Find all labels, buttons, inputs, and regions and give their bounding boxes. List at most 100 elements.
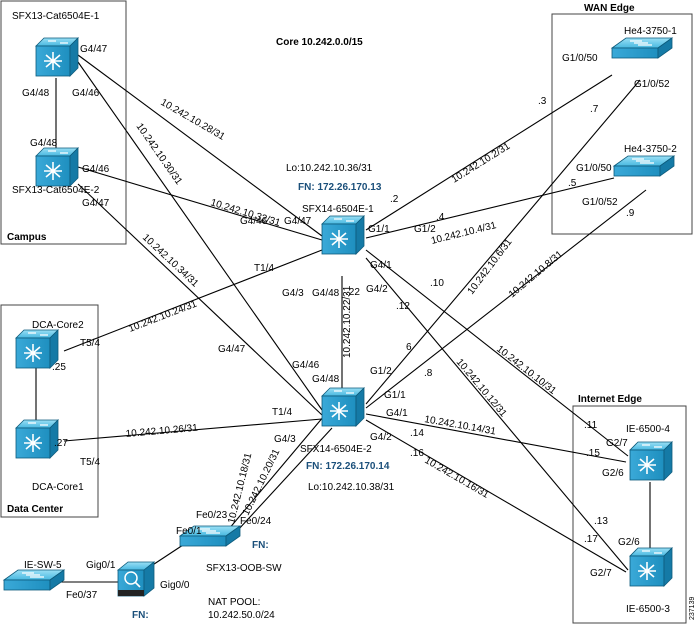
nat-pool-label: NAT POOL: [208,597,260,608]
port-label: G2/7 [606,438,628,449]
host-label: .8 [424,368,433,379]
port-label: G4/48 [30,138,58,149]
diagram-title: Core 10.242.0.0/15 [276,37,363,48]
switch-icon-dca-core1 [15,419,59,459]
link-sfx13-1-core1 [77,54,323,237]
host-label: .4 [436,212,445,223]
oob-fn: FN: [252,540,269,551]
device-label-core1: SFX14-6504E-1 [302,204,374,215]
port-label: Gig0/0 [160,580,190,591]
port-label: G1/1 [368,224,390,235]
port-label: G4/48 [312,288,340,299]
core1-loopback: Lo:10.242.10.36/31 [286,163,373,174]
host-label: .27 [54,438,68,449]
subnet-label: 10.242.10.28/31 [159,97,227,143]
link-core1-ie4 [365,249,629,457]
device-label-oob-sw: SFX13-OOB-SW [206,563,282,574]
device-label-dca-core2: DCA-Core2 [32,320,84,331]
host-label: .9 [626,208,635,219]
subnet-label: 10.242.10.4/31 [430,220,498,247]
port-label: G1/1 [384,390,406,401]
port-label: G1/0/52 [582,197,618,208]
link-core2-he4-1 [365,79,641,405]
link-sfx13-2-core2 [77,183,323,416]
host-label: .10 [430,278,444,289]
port-label: G4/3 [282,288,304,299]
port-label: G4/46 [82,164,110,175]
links [35,54,651,583]
subnet-label: 10.242.10.26/31 [125,423,198,440]
host-label: .13 [594,516,608,527]
device-label-sfx13-2: SFX13-Cat6504E-2 [12,185,100,196]
campus-label: Campus [7,232,47,243]
switch-icon-ie-6500-4 [629,441,673,481]
link-oob-core1 [227,415,325,531]
host-label: .14 [410,428,424,439]
host-label: .2 [390,194,399,205]
subnet-label: 10.242.10.6/31 [466,237,515,297]
firewall-fn: FN: [132,610,149,621]
link-sfx13-1-core2 [77,61,323,411]
core2-fn: FN: 172.26.170.14 [306,461,390,472]
host-label: .3 [538,96,547,107]
port-label: G4/48 [22,88,50,99]
port-label: G1/0/50 [576,163,612,174]
port-label: G4/46 [292,360,320,371]
switch-icon-core1 [321,215,365,255]
port-label: G4/47 [80,44,108,55]
figure-id: 237139 [689,597,696,620]
host-label: .16 [410,448,424,459]
device-label-ie-sw-5: IE-SW-5 [24,560,62,571]
host-label: .17 [584,534,598,545]
switch-icon-core2 [321,387,365,427]
link-core2-ie3 [365,419,627,573]
core1-fn: FN: 172.26.170.13 [298,182,382,193]
port-label: Fe0/23 [196,510,228,521]
device-label-ie-6500-3: IE-6500-3 [626,604,670,615]
link-core2-he4-2 [365,189,647,409]
port-label: G4/47 [218,344,246,355]
link-core1-he4-2 [365,177,615,239]
firewall-icon [116,561,156,597]
switch-icon-ie-sw-5 [3,569,65,591]
link-core2-ie4 [365,413,627,463]
port-label: G1/0/52 [634,79,670,90]
port-label: G4/47 [82,198,110,209]
core2-loopback: Lo:10.242.10.38/31 [308,482,395,493]
host-label: .22 [346,287,360,298]
device-label-he4-1: He4-3750-1 [624,26,677,37]
host-label: .15 [586,448,600,459]
link-sfx13-2-core1 [77,166,323,241]
port-label: T5/4 [80,338,100,349]
port-label: Fe0/1 [176,526,202,537]
port-label: T5/4 [80,457,100,468]
port-label: G1/2 [370,366,392,377]
device-label-sfx13-1: SFX13-Cat6504E-1 [12,11,100,22]
link-dca2-core1 [63,249,323,352]
port-label: G2/7 [590,568,612,579]
port-label: Gig0/1 [86,560,116,571]
switch-icon-he4-3750-2 [613,155,675,177]
subnet-label: 10.242.10.16/31 [423,455,491,501]
switch-icon-he4-3750-1 [611,37,673,59]
subnet-label: 10.242.10.24/31 [127,298,199,334]
subnet-label: 10.242.10.8/31 [507,249,566,301]
datacenter-label: Data Center [7,504,63,515]
link-dca1-core2 [63,418,323,442]
host-label: .25 [52,362,66,373]
subnet-label: 10.242.10.12/31 [454,357,509,420]
subnet-label: 10.242.10.34/31 [140,232,201,290]
internet-edge-label: Internet Edge [578,394,642,405]
subnet-label: 10.242.10.14/31 [423,414,497,437]
switch-icon-ie-6500-3 [629,547,673,587]
internet-edge-box [572,405,687,624]
host-label: .11 [584,420,598,431]
subnet-label: 10.242.10.10/31 [494,344,558,397]
port-label: Fe0/24 [240,516,272,527]
port-label: G4/47 [284,216,312,227]
link-core1-he4-1 [365,74,613,231]
device-label-he4-2: He4-3750-2 [624,144,677,155]
port-label: G4/1 [386,408,408,419]
link-core1-ie3 [365,257,629,571]
port-label: G4/48 [312,374,340,385]
